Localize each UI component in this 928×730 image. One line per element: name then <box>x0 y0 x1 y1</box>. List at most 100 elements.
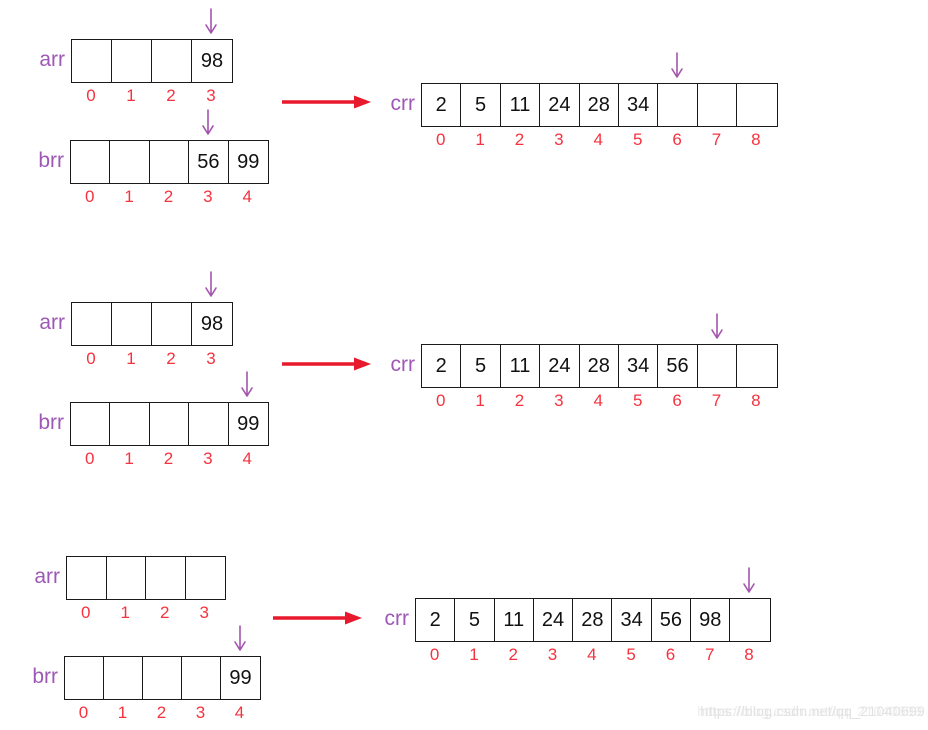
index-label: 3 <box>203 187 213 206</box>
index-label: 6 <box>665 645 676 664</box>
index-label: 0 <box>84 187 95 206</box>
index-label: 8 <box>751 130 761 149</box>
array-cell <box>152 40 192 82</box>
array-cell <box>112 303 152 345</box>
index-label: 2 <box>163 449 174 468</box>
array-cell: 11 <box>495 599 534 641</box>
pointer-arrow-icon <box>232 625 248 653</box>
array-cell <box>698 345 738 387</box>
index-label: 1 <box>124 187 134 206</box>
merge-arrow-icon <box>281 94 373 110</box>
array-cell <box>72 40 112 82</box>
index-label: 0 <box>435 391 446 410</box>
array-cell: 28 <box>573 599 613 641</box>
crr-label: crr <box>384 607 410 630</box>
arr-array-box: 98 <box>71 39 233 83</box>
index-label: 5 <box>632 391 643 410</box>
index-label: 4 <box>234 703 245 722</box>
index-label: 3 <box>199 603 209 622</box>
pointer-arrow-icon <box>203 271 219 299</box>
index-label: 3 <box>203 449 213 468</box>
array-cell: 28 <box>580 345 619 387</box>
array-cell: 24 <box>534 599 574 641</box>
array-cell: 2 <box>422 84 462 126</box>
array-cell: 5 <box>461 345 501 387</box>
pointer-arrow-icon <box>741 567 757 595</box>
crr-label: crr <box>390 92 416 115</box>
array-cell <box>698 84 738 126</box>
pointer-arrow-icon <box>709 313 725 341</box>
array-cell <box>658 84 698 126</box>
index-label: 1 <box>120 603 130 622</box>
index-label: 7 <box>711 391 722 410</box>
pointer-arrow-icon <box>239 371 255 399</box>
index-label: 3 <box>206 349 216 368</box>
index-label: 0 <box>86 86 96 105</box>
index-label: 0 <box>84 449 95 468</box>
array-cell: 98 <box>691 599 731 641</box>
index-label: 3 <box>554 130 564 149</box>
index-label: 3 <box>554 391 564 410</box>
index-label: 0 <box>81 603 91 622</box>
array-cell: 99 <box>237 412 260 435</box>
index-label: 8 <box>744 645 754 664</box>
watermark: https://blog.csdn.net/qq_21040699 <box>700 703 925 719</box>
array-cell <box>67 557 107 599</box>
index-label: 2 <box>166 86 176 105</box>
index-label: 7 <box>705 645 715 664</box>
arr-array-box: 98 <box>71 302 233 346</box>
pointer-arrow-icon <box>203 8 219 36</box>
brr-array-box: 99 <box>70 402 269 446</box>
array-cell <box>186 557 226 599</box>
array-cell <box>71 141 111 183</box>
index-label: 0 <box>435 130 446 149</box>
index-label: 1 <box>126 349 136 368</box>
index-label: 3 <box>547 645 558 664</box>
pointer-arrow-icon <box>669 52 685 80</box>
array-cell: 24 <box>540 84 580 126</box>
array-cell: 2 <box>416 599 456 641</box>
array-cell: 98 <box>200 49 224 72</box>
index-label: 4 <box>242 449 253 468</box>
index-label: 4 <box>587 645 597 664</box>
array-cell: 98 <box>200 312 224 335</box>
array-cell <box>737 345 776 387</box>
array-cell <box>65 657 104 699</box>
array-cell: 99 <box>237 150 260 173</box>
arr-array-box <box>66 556 226 600</box>
array-cell <box>143 657 182 699</box>
index-label: 0 <box>86 349 96 368</box>
array-cell: 5 <box>455 599 495 641</box>
array-cell <box>146 557 186 599</box>
index-label: 4 <box>593 391 604 410</box>
array-cell: 5 <box>461 84 501 126</box>
index-label: 7 <box>711 130 722 149</box>
arr-label: arr <box>39 48 65 71</box>
array-cell <box>104 657 143 699</box>
array-cell: 24 <box>540 345 580 387</box>
array-cell <box>110 403 150 445</box>
index-label: 1 <box>475 391 485 410</box>
index-label: 2 <box>160 603 170 622</box>
array-cell <box>189 403 229 445</box>
brr-array-box: 99 <box>64 656 261 700</box>
index-label: 1 <box>126 86 136 105</box>
index-label: 6 <box>672 130 682 149</box>
array-cell: 34 <box>619 345 659 387</box>
array-cell <box>152 303 192 345</box>
crr-label: crr <box>390 353 416 376</box>
array-cell <box>737 84 776 126</box>
array-cell: 56 <box>658 345 698 387</box>
array-cell <box>112 40 152 82</box>
index-label: 2 <box>514 391 525 410</box>
array-cell <box>72 303 112 345</box>
index-label: 6 <box>672 391 682 410</box>
index-label: 3 <box>195 703 206 722</box>
array-cell: 2 <box>422 345 462 387</box>
arr-label: arr <box>39 311 65 334</box>
array-cell <box>182 657 221 699</box>
